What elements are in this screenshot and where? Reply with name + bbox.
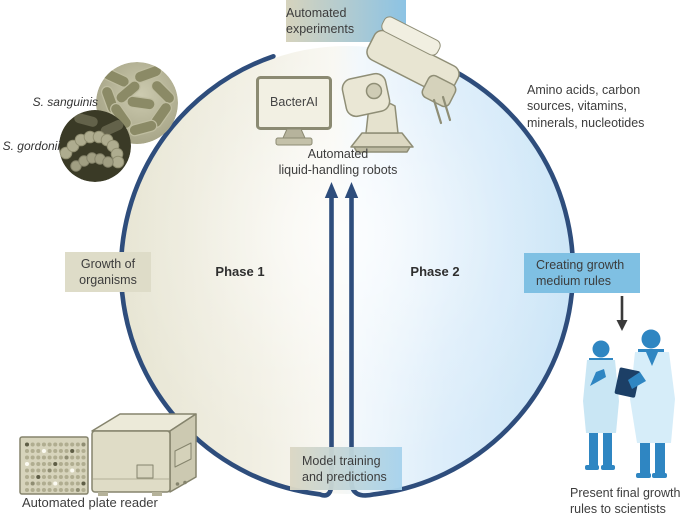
monitor-illustration (256, 76, 332, 146)
cycle-arrows (118, 54, 576, 498)
up-arrowhead-left (324, 182, 339, 198)
nutrients-label: Amino acids, carbon sources, vitamins, m… (527, 83, 645, 130)
creating-growth-medium-rules-box: Creating growth medium rules (524, 253, 640, 293)
liquid-handling-robots-label: Automated liquid-handling robots (278, 147, 398, 178)
present-final-rules-label: Present final growth rules to scientists (570, 486, 681, 515)
automated-experiments-label: Automated experiments (286, 6, 355, 36)
cycle-circle (123, 46, 571, 494)
species-label-s-gordonii: S. gordonii (2, 139, 60, 153)
species-label-s-sanguinis: S. sanguinis (32, 95, 98, 109)
phase-2-label: Phase 2 (410, 264, 460, 279)
plate-reader-illustration (91, 413, 197, 496)
up-arrowhead-right (344, 182, 359, 198)
scientists-illustration (583, 329, 675, 478)
model-training-label: Model training and predictions (302, 453, 387, 484)
model-training-box: Model training and predictions (290, 447, 402, 490)
phase-1-label: Phase 1 (215, 264, 265, 279)
growth-of-organisms-label: Growth of organisms (79, 257, 137, 287)
down-arrow-to-scientists (616, 296, 628, 331)
creating-growth-medium-rules-label: Creating growth medium rules (536, 258, 625, 288)
automated-plate-reader-label: Automated plate reader (22, 495, 158, 510)
growth-of-organisms-box: Growth of organisms (65, 252, 151, 292)
bacteria-photo-s-gordonii (59, 110, 131, 182)
microplate-illustration (19, 436, 89, 495)
bacterai-screen-label: BacterAI (270, 94, 318, 109)
